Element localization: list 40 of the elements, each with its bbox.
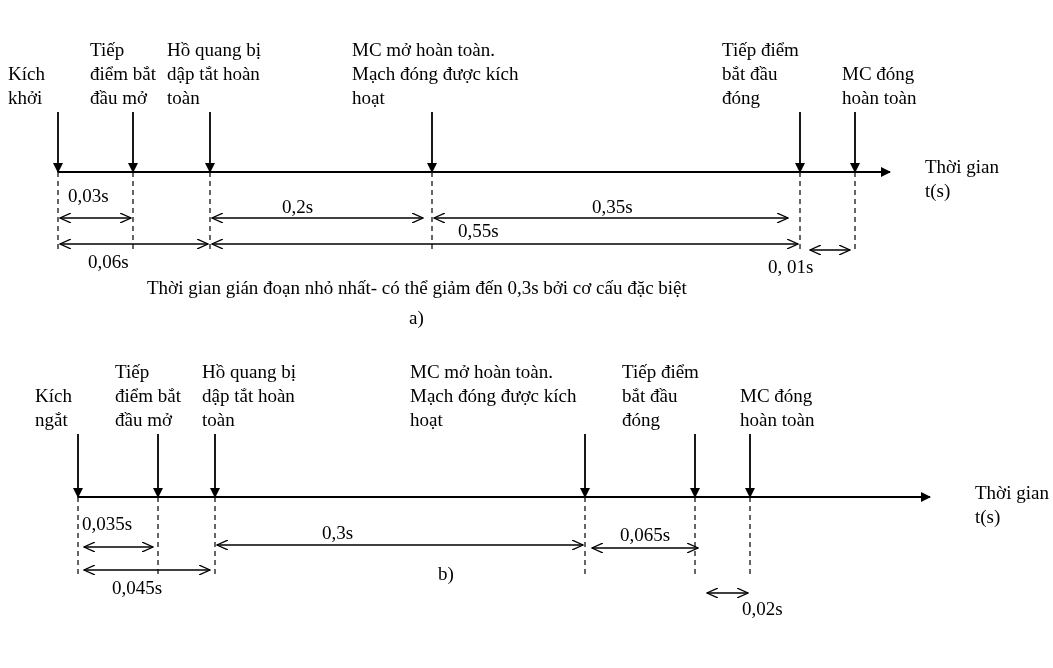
arrow — [427, 111, 437, 173]
arrow — [745, 433, 755, 498]
event-label: MC đóng hoàn toàn — [740, 384, 830, 432]
dimension-value: 0, 01s — [768, 255, 814, 279]
panel-label: b) — [438, 562, 454, 586]
event-label: Tiếp điểm bắt đầu mở — [90, 38, 162, 110]
event-label: Tiếp điểm bắt đầu đóng — [622, 360, 717, 432]
event-label: MC mở hoàn toàn. Mạch đóng được kích hoạt — [410, 360, 580, 432]
arrow — [205, 111, 215, 173]
arrow — [795, 111, 805, 173]
event-label: Kích ngắt — [35, 384, 90, 432]
panel-label: a) — [409, 306, 424, 330]
arrow — [210, 433, 220, 498]
dimension-value: 0,03s — [68, 184, 109, 208]
dimension-value: 0,065s — [620, 523, 671, 547]
dimension-value: 0,035s — [82, 512, 133, 536]
dimension-value: 0,35s — [592, 195, 633, 219]
axis-label: Thời gian t(s) — [975, 481, 1050, 529]
event-label: Tiếp điểm bắt đầu mở — [115, 360, 187, 432]
arrow — [580, 433, 590, 498]
dimension-value: 0,55s — [458, 219, 499, 243]
arrow — [690, 433, 700, 498]
arrow — [53, 111, 63, 173]
dimension-value: 0,045s — [112, 576, 163, 600]
event-label: Kích khởi — [8, 62, 63, 110]
event-label: Hồ quang bị dập tắt hoàn toàn — [202, 360, 297, 432]
axis-label: Thời gian t(s) — [925, 155, 1000, 203]
event-label: Tiếp điểm bắt đầu đóng — [722, 38, 817, 110]
event-label: Hồ quang bị dập tắt hoàn toàn — [167, 38, 262, 110]
dimension-value: 0,3s — [322, 521, 354, 545]
event-label: MC mở hoàn toàn. Mạch đóng được kích hoạt — [352, 38, 542, 110]
dimension-value: 0,06s — [88, 250, 129, 274]
arrow — [153, 433, 163, 498]
arrow — [850, 111, 860, 173]
dimension-value: 0,02s — [742, 597, 783, 621]
caption-text: Thời gian gián đoạn nhỏ nhất- có thể giảm đến 0,3s bởi cơ cấu đặc biệt — [147, 276, 687, 300]
arrow — [73, 433, 83, 498]
arrow — [128, 111, 138, 173]
dimension-value: 0,2s — [282, 195, 314, 219]
event-label: MC đóng hoàn toàn — [842, 62, 922, 110]
